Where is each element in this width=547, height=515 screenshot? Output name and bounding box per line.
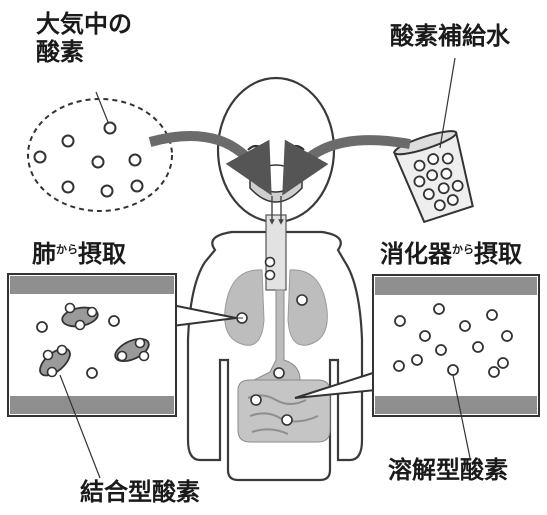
digestive-intake-small1: か — [452, 243, 463, 256]
red-blood-cell — [39, 344, 71, 378]
lung-intake-main: 肺 — [32, 240, 56, 268]
lung-intake-tail: 摂取 — [78, 240, 126, 268]
atmosphere-cloud — [27, 91, 173, 212]
atmospheric-oxygen-line1: 大気中の — [36, 10, 132, 38]
lung-intake-small2: ら — [67, 243, 78, 256]
digestive-intake-panel — [294, 274, 540, 459]
digestive-intake-label: 消化器から摂取 — [380, 236, 522, 268]
oxygen-water-glass — [392, 130, 474, 224]
red-blood-cell — [114, 337, 150, 363]
lung-intake-small1: か — [56, 243, 67, 256]
digestive-intake-small2: ら — [463, 243, 474, 256]
oxygen-water-label: 酸素補給水 — [390, 22, 510, 50]
digestive-intake-tail: 摂取 — [474, 240, 522, 268]
digestive-intake-main: 消化器 — [380, 240, 452, 268]
lungs — [224, 269, 328, 346]
trachea — [264, 196, 287, 291]
dissolved-oxygen-label: 溶解型酸素 — [388, 456, 508, 484]
atmospheric-oxygen-line2: 酸素 — [36, 38, 84, 66]
lung-intake-label: 肺から摂取 — [32, 236, 126, 268]
flow-arrows — [148, 131, 411, 196]
digestive-tract — [237, 289, 331, 443]
red-blood-cell — [61, 302, 99, 331]
lung-intake-panel — [7, 273, 243, 479]
atmospheric-oxygen-label: 大気中の 酸素 — [36, 10, 132, 66]
bound-oxygen-label: 結合型酸素 — [80, 478, 200, 506]
